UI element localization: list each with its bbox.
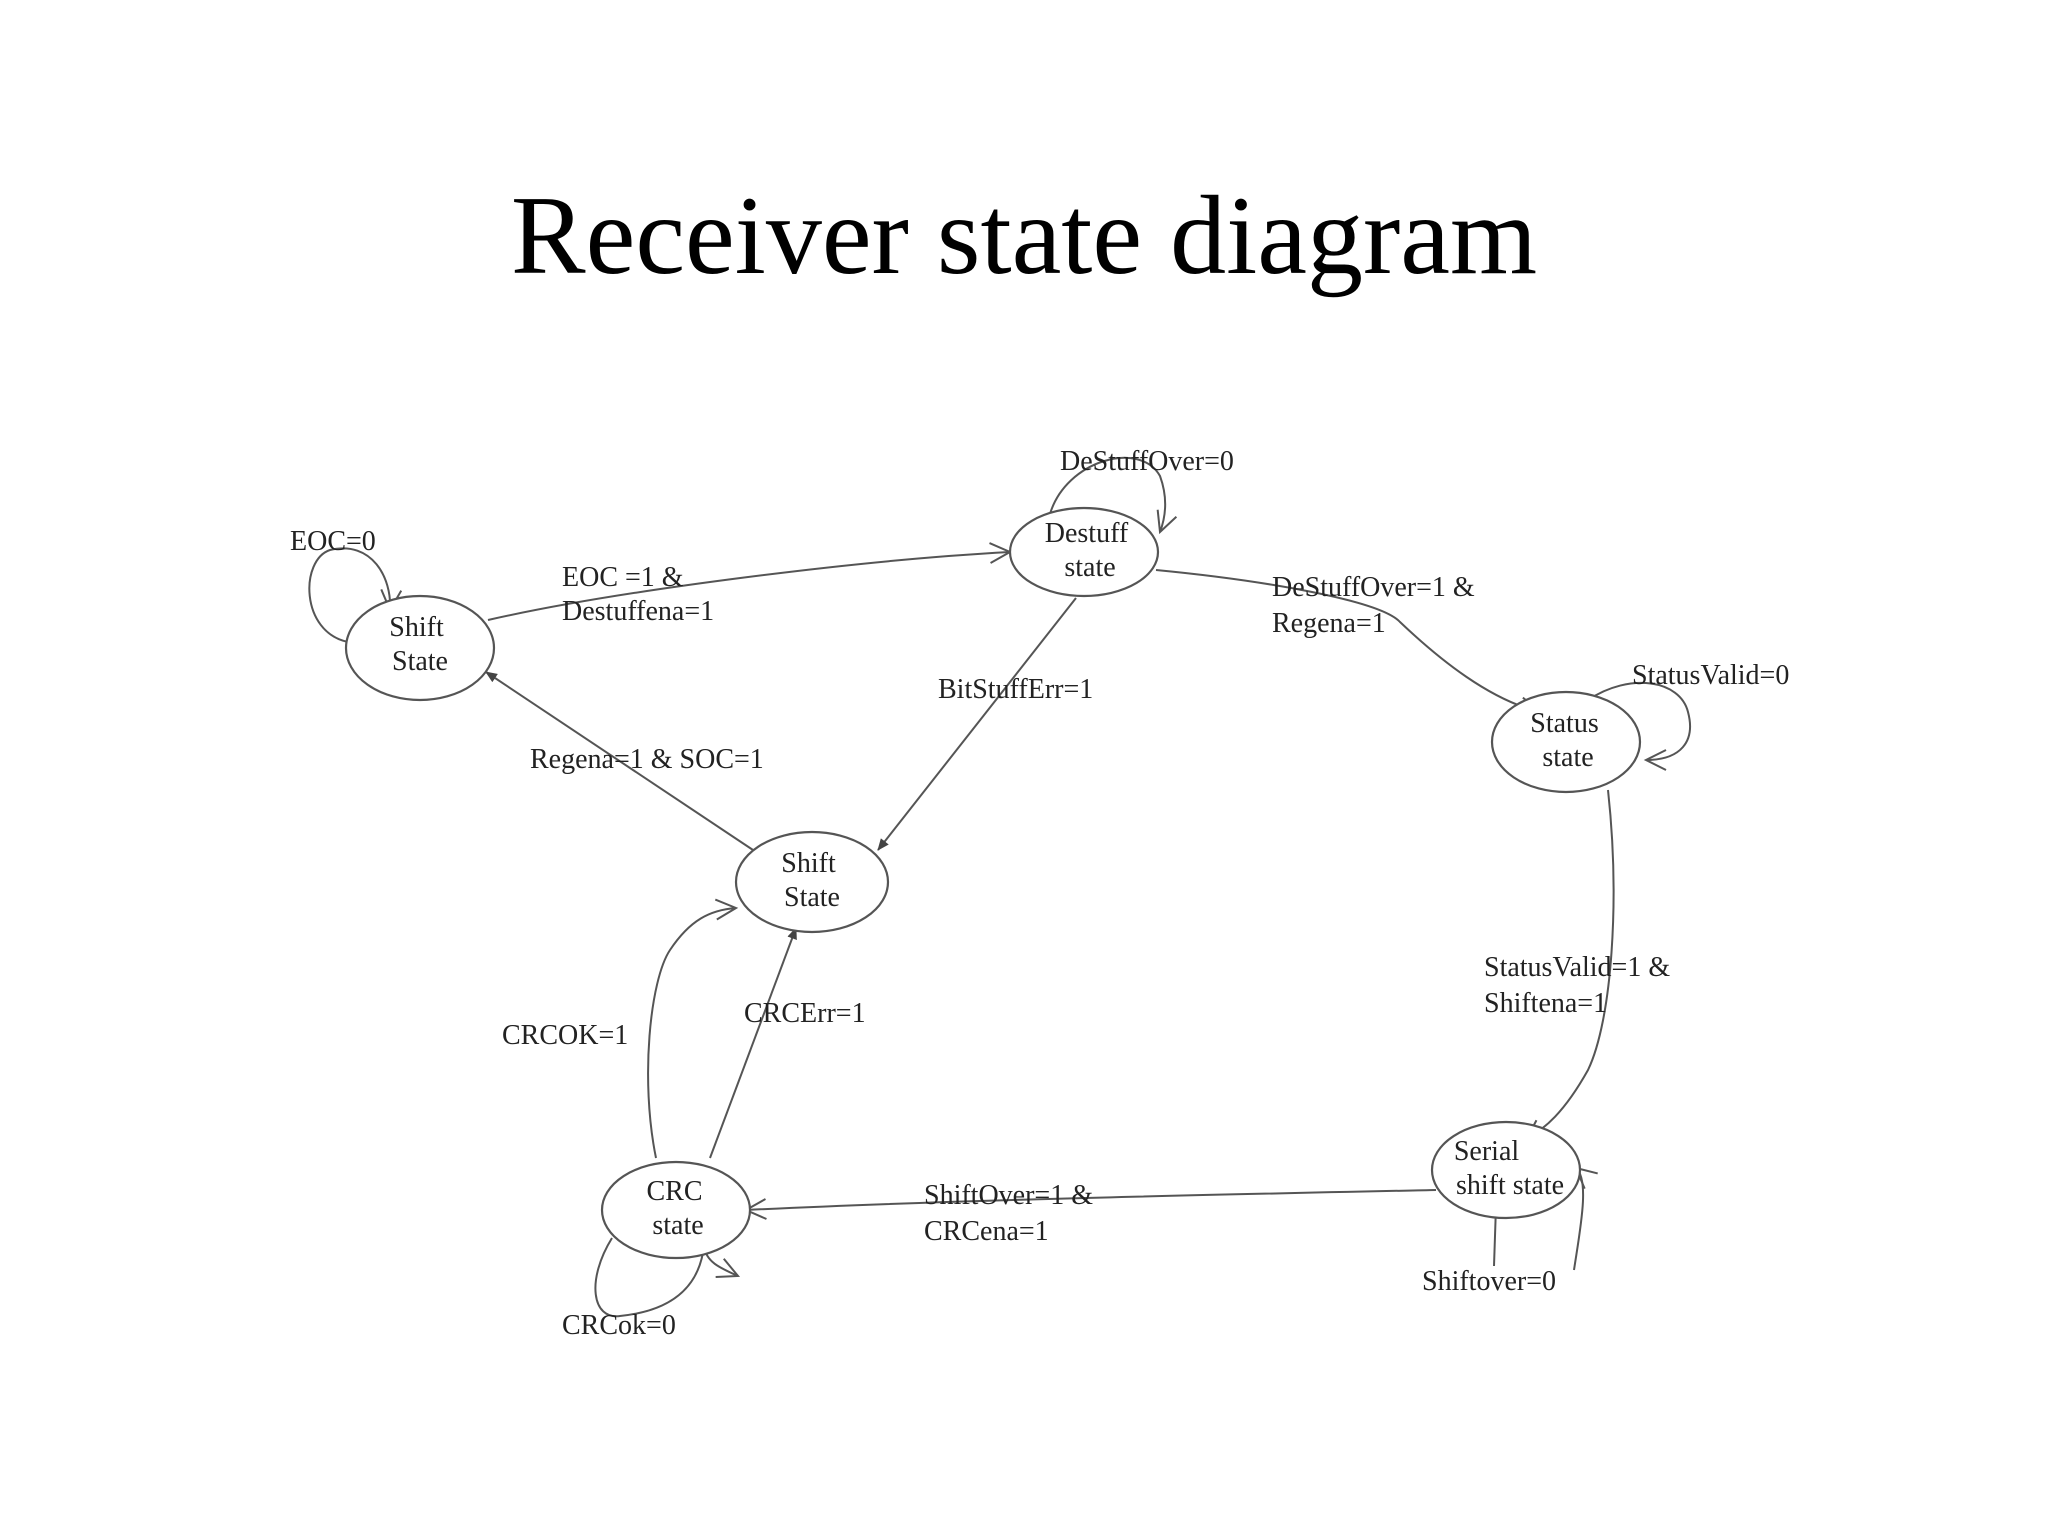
nodes: Shift State Destuff state Status state S… bbox=[344, 506, 1642, 1260]
edge-labels: EOC=0 EOC =1 & Destuffena=1 DeStuffOver=… bbox=[290, 446, 1789, 1341]
edge-label: Regena=1 & SOC=1 bbox=[530, 744, 764, 775]
edge-label: CRCOK=1 bbox=[502, 1020, 628, 1051]
edge-bitstufferr bbox=[877, 597, 1077, 851]
edge-crcerr bbox=[709, 927, 797, 1159]
state-label: CRC state bbox=[646, 1176, 709, 1241]
edge-label: ShiftOver=1 & CRCena=1 bbox=[924, 1180, 1100, 1247]
edge-label: StatusValid=0 bbox=[1632, 660, 1789, 691]
edge-self-eoc bbox=[308, 547, 403, 643]
edge-label: CRCok=0 bbox=[562, 1310, 676, 1341]
edge-eoc-destuff bbox=[487, 542, 1013, 621]
edge-label: StatusValid=1 & Shiftena=1 bbox=[1484, 952, 1677, 1019]
state-label: Destuff state bbox=[1045, 518, 1135, 583]
state-node: Shift State bbox=[734, 830, 890, 934]
state-label: Status state bbox=[1530, 708, 1605, 773]
edge-self-destuffover bbox=[1049, 456, 1178, 535]
edge-crcok bbox=[647, 898, 739, 1159]
edge-label: CRCErr=1 bbox=[744, 998, 866, 1029]
state-node: Shift State bbox=[344, 594, 496, 702]
state-label: Serial shift state bbox=[1454, 1136, 1564, 1201]
edge-label: DeStuffOver=0 bbox=[1060, 446, 1234, 477]
edge-label: EOC=0 bbox=[290, 526, 376, 557]
edge-statusvalid-shift bbox=[1524, 789, 1615, 1142]
state-node: Destuff state bbox=[1008, 506, 1160, 598]
state-node: Serial shift state bbox=[1430, 1120, 1582, 1220]
edge-label: EOC =1 & Destuffena=1 bbox=[562, 562, 714, 627]
edge-destuff-status bbox=[1155, 569, 1543, 719]
edge-self-statusvalid bbox=[1587, 681, 1691, 771]
edge-label: Shiftover=0 bbox=[1422, 1266, 1556, 1297]
edge-self-crcok bbox=[594, 1237, 741, 1318]
edge-label: BitStuffErr=1 bbox=[938, 674, 1093, 705]
edge-label: DeStuffOver=1 & Regena=1 bbox=[1272, 572, 1482, 639]
edge-regena-soc bbox=[485, 671, 763, 857]
state-node: Status state bbox=[1490, 690, 1642, 794]
state-label: Shift State bbox=[389, 612, 450, 677]
state-label: Shift State bbox=[781, 848, 842, 913]
slide-title: Receiver state diagram bbox=[510, 174, 1538, 298]
edge-shiftover-crc bbox=[743, 1189, 1437, 1220]
state-node: CRC state bbox=[600, 1160, 752, 1260]
